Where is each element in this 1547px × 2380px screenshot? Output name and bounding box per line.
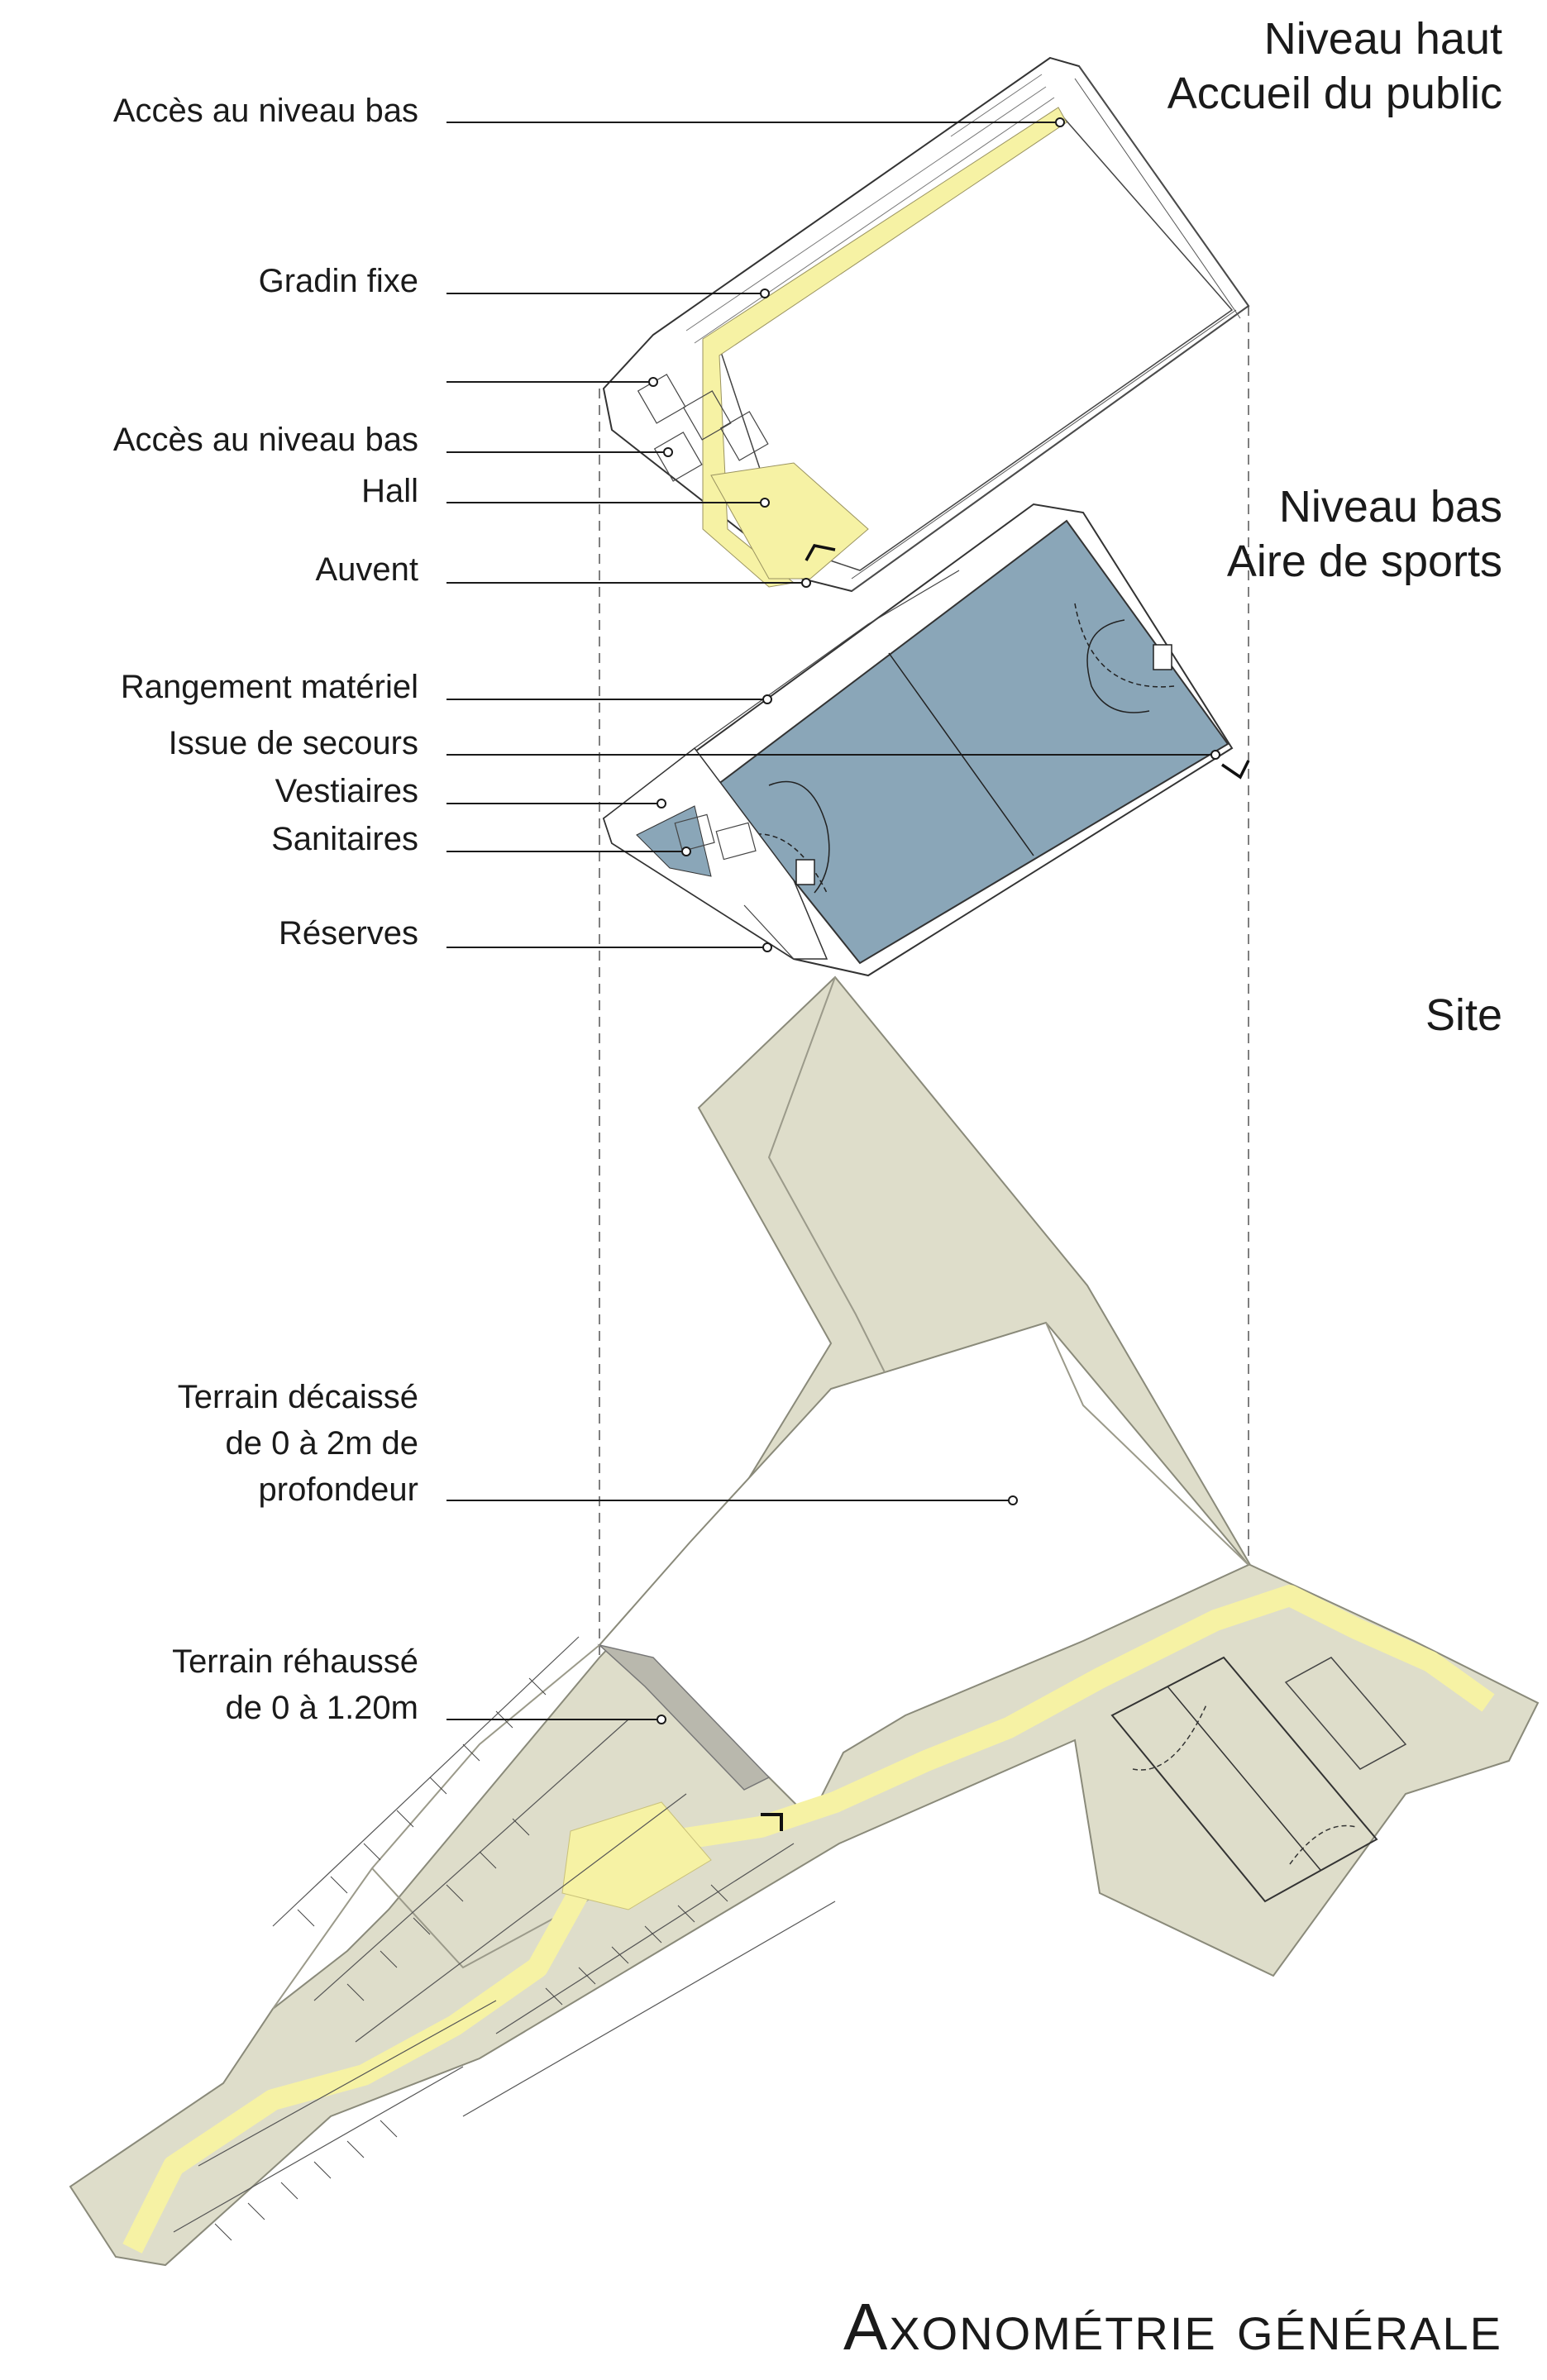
site-decaisse-area bbox=[598, 1321, 1250, 1820]
upper-level bbox=[602, 56, 1250, 593]
site-ground bbox=[69, 975, 1540, 2267]
site-title: Site bbox=[1425, 988, 1502, 1042]
leader-lines bbox=[446, 122, 1215, 1720]
lower-level-title-line2: Aire de sports bbox=[1226, 537, 1502, 586]
upper-level-title-line1: Niveau haut bbox=[1263, 14, 1502, 64]
label-terrain-rehausse: Terrain réhaussé de 0 à 1.20m bbox=[172, 1638, 418, 1731]
upper-yellow-strip bbox=[702, 107, 1067, 588]
label-auvent: Auvent bbox=[315, 551, 418, 588]
site-title-text: Site bbox=[1425, 990, 1502, 1040]
site-yellow-path bbox=[122, 1585, 1495, 2254]
site-retaining-wall bbox=[597, 1643, 771, 1791]
upper-level-title: Niveau haut Accueil du public bbox=[1167, 12, 1502, 121]
label-rangement-materiel: Rangement matériel bbox=[120, 669, 418, 705]
sanitaires-blue bbox=[636, 805, 712, 877]
label-hall: Hall bbox=[361, 473, 418, 509]
label-acces-niveau-bas: Accès au niveau bas bbox=[112, 422, 418, 458]
label-gradin-fixe: Gradin fixe bbox=[258, 263, 418, 299]
label-vestiaires: Vestiaires bbox=[275, 773, 418, 809]
lower-level bbox=[602, 503, 1250, 977]
site-sports-court bbox=[1110, 1656, 1378, 1903]
lower-level-title-line1: Niveau bas bbox=[1278, 482, 1502, 532]
drawing-title: Axonométrie générale bbox=[843, 2290, 1502, 2363]
label-terrain-decaisse: Terrain décaissé de 0 à 2m de profondeur bbox=[178, 1374, 418, 1513]
projection-lines bbox=[599, 306, 1249, 1662]
label-acces-niveau-bas-top: Accès au niveau bas bbox=[112, 93, 418, 129]
site-yellow-plaza bbox=[561, 1801, 712, 1910]
label-terrain-rehausse-line1: Terrain réhaussé bbox=[172, 1643, 418, 1680]
label-issue-de-secours: Issue de secours bbox=[168, 725, 418, 761]
parking-marks bbox=[214, 1677, 728, 2241]
leader-dots bbox=[648, 117, 1220, 1724]
label-terrain-rehausse-line2: de 0 à 1.20m bbox=[225, 1690, 419, 1726]
label-terrain-decaisse-line2: de 0 à 2m de bbox=[225, 1425, 419, 1462]
upper-level-title-line2: Accueil du public bbox=[1167, 69, 1502, 118]
label-terrain-decaisse-line1: Terrain décaissé bbox=[177, 1379, 418, 1415]
label-reserves: Réserves bbox=[279, 915, 418, 952]
label-sanitaires: Sanitaires bbox=[271, 821, 418, 857]
label-terrain-decaisse-line3: profondeur bbox=[258, 1471, 418, 1508]
lower-level-title: Niveau bas Aire de sports bbox=[1227, 479, 1502, 589]
